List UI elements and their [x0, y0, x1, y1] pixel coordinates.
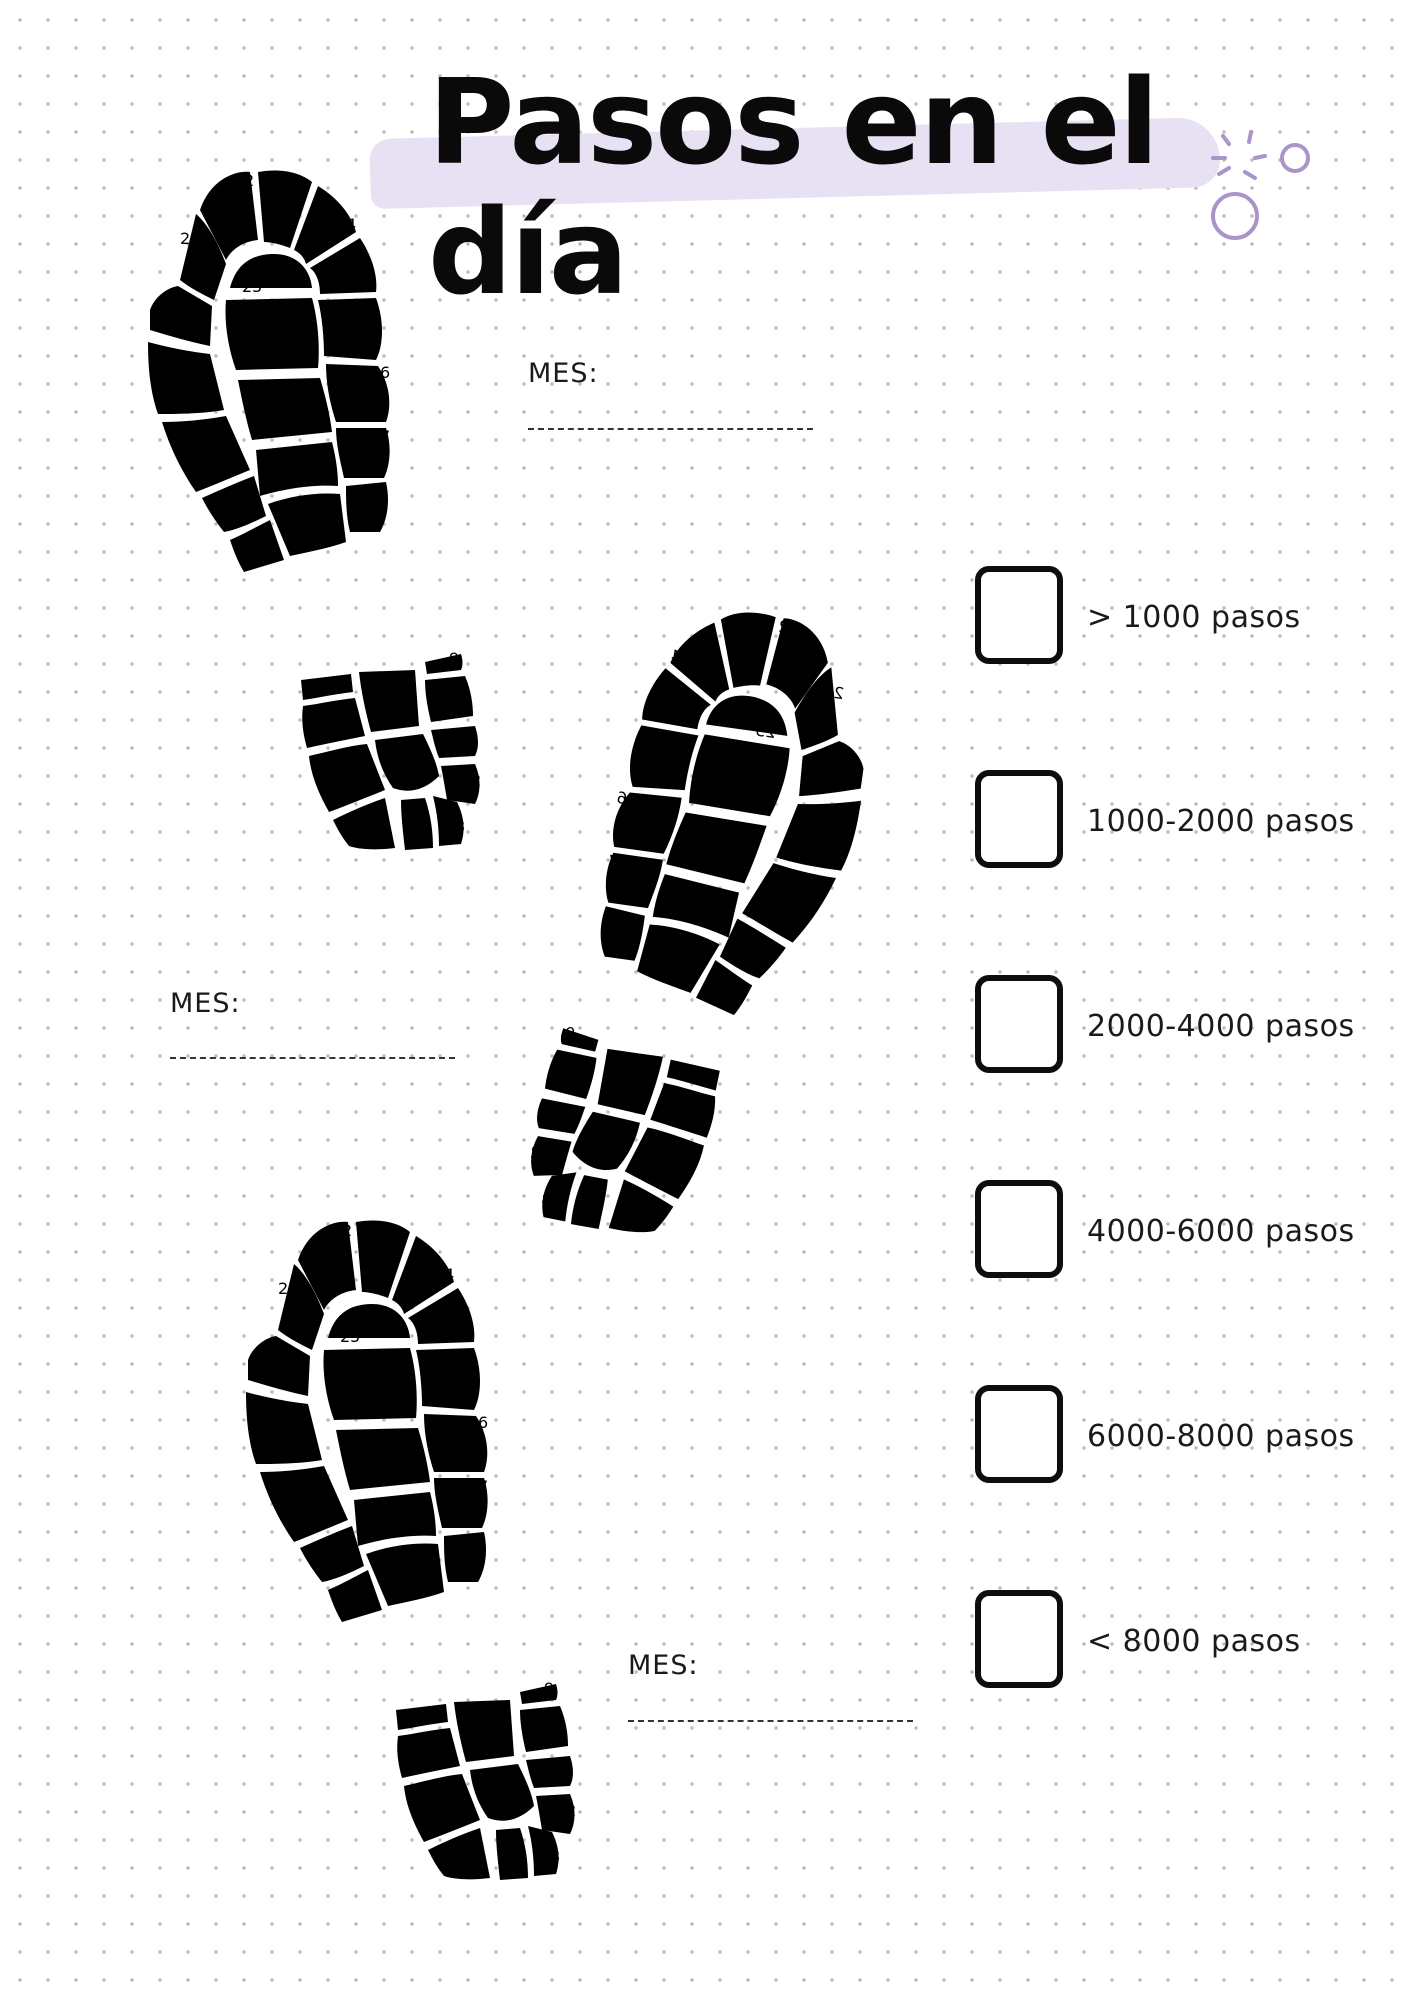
footprint-sole	[238, 1210, 528, 1654]
legend-row: 6000-8000 pasos	[975, 1385, 1375, 1495]
legend-row: > 1000 pasos	[975, 566, 1375, 676]
legend-row: < 8000 pasos	[975, 1590, 1375, 1700]
month-label: MES:	[528, 358, 599, 389]
footprint-heel	[380, 1670, 600, 1914]
legend-checkbox[interactable]	[975, 975, 1063, 1073]
footprint-sole	[140, 160, 410, 604]
page-title: Pasos en el día	[428, 53, 1159, 321]
month-label: MES:	[170, 988, 241, 1019]
legend-label: 2000-4000 pasos	[1087, 1009, 1355, 1044]
month-write-line[interactable]	[170, 1057, 455, 1059]
month-label: MES:	[628, 1650, 699, 1681]
legend-label: < 8000 pasos	[1087, 1624, 1301, 1659]
legend-row: 2000-4000 pasos	[975, 975, 1375, 1085]
legend-label: 4000-6000 pasos	[1087, 1214, 1355, 1249]
legend-label: > 1000 pasos	[1087, 600, 1301, 635]
title-block: Pasos en el día	[369, 57, 1250, 317]
footprint-heel	[498, 1020, 728, 1264]
legend-checkbox[interactable]	[975, 1590, 1063, 1688]
footprint-heel	[285, 640, 505, 884]
sparkle-circles-icon	[1211, 130, 1310, 240]
legend-checkbox[interactable]	[975, 1385, 1063, 1483]
footprint-sole	[585, 597, 885, 1044]
legend-label: 6000-8000 pasos	[1087, 1419, 1355, 1454]
legend-row: 1000-2000 pasos	[975, 770, 1375, 880]
legend-checkbox[interactable]	[975, 566, 1063, 664]
legend-checkbox[interactable]	[975, 1180, 1063, 1278]
month-write-line[interactable]	[628, 1720, 913, 1722]
legend-row: 4000-6000 pasos	[975, 1180, 1375, 1290]
month-write-line[interactable]	[528, 428, 813, 430]
legend-checkbox[interactable]	[975, 770, 1063, 868]
legend-label: 1000-2000 pasos	[1087, 804, 1355, 839]
